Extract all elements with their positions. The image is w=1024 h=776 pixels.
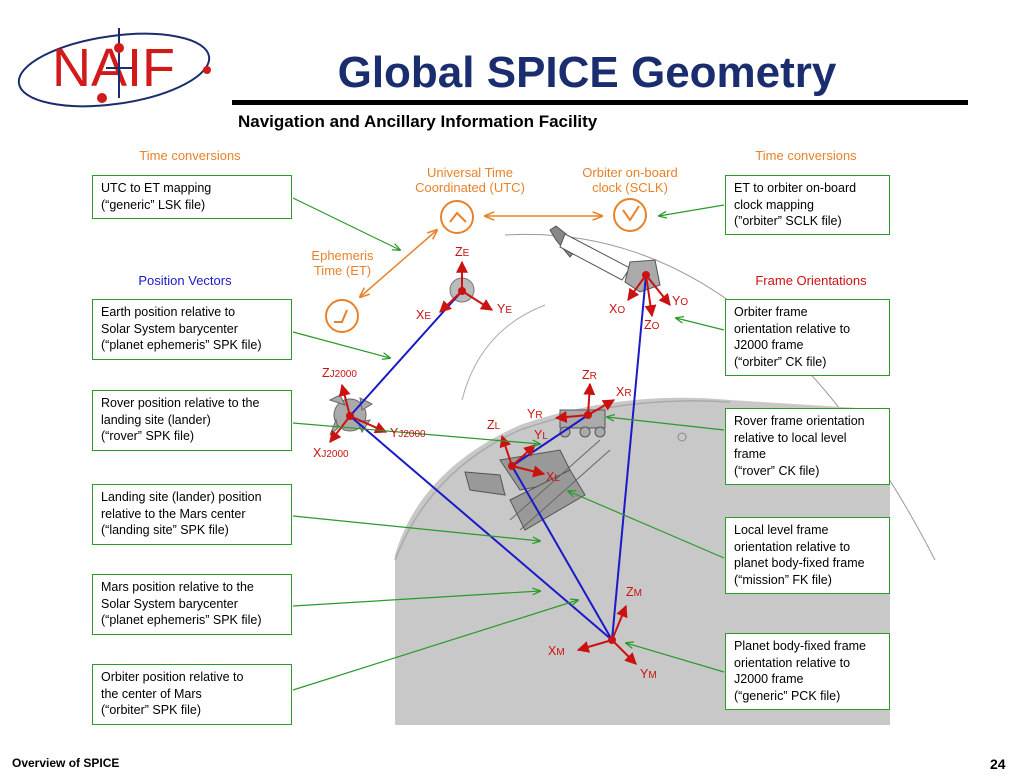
leader-orbiter-pos (292, 600, 578, 691)
axis-xo-label: XO (609, 302, 626, 316)
frame-orientations-label: Frame Orientations (755, 273, 867, 288)
leader-utc-et (292, 197, 400, 250)
axis-yj2000-label: YJ2000 (390, 426, 426, 440)
time-conversions-right-label: Time conversions (755, 148, 857, 163)
axis-ym-label: YM (640, 667, 657, 681)
axis-xm-label: XM (548, 644, 565, 658)
axis-zo-label: ZO (644, 318, 660, 332)
landing-position-box: Landing site (lander) position relative … (92, 484, 292, 545)
local-frame-box: Local level frame orientation relative t… (725, 517, 890, 594)
leader-rover-frame (607, 417, 725, 431)
mars-limb (394, 400, 731, 561)
leader-et-sclk (659, 204, 725, 216)
orbiter-frame-box: Orbiter frame orientation relative to J2… (725, 299, 890, 376)
vector-landing-rover (511, 414, 589, 467)
position-vectors-label: Position Vectors (138, 273, 232, 288)
footer-text: Overview of SPICE (12, 756, 120, 770)
page-subtitle: Navigation and Ancillary Information Fac… (238, 112, 598, 131)
axis-zj2000-label: ZJ2000 (322, 366, 357, 380)
leader-mars-pos (292, 591, 540, 607)
planet-frame-box: Planet body-fixed frame orientation rela… (725, 633, 890, 710)
page-title: Global SPICE Geometry (337, 48, 837, 97)
axis-xr-label: XR (616, 385, 632, 399)
leader-orbiter-frame (676, 318, 725, 331)
rover-graphic (559, 409, 606, 438)
axis-yr-label: YR (527, 407, 543, 421)
sclk-label: Orbiter on-board clock (SCLK) (582, 165, 678, 195)
leader-landing-pos (292, 515, 540, 541)
axis-zr-label: ZR (582, 368, 597, 382)
leader-local-frame (568, 491, 725, 559)
utc-et-arrow (360, 230, 437, 297)
orbiter-graphic (549, 225, 661, 293)
leader-rover-pos (292, 422, 540, 444)
leader-earth-pos (292, 331, 390, 358)
utc-et-box: UTC to ET mapping (“generic” LSK file) (92, 175, 292, 219)
axis-ze-label: ZE (455, 245, 470, 259)
mars-position-box: Mars position relative to the Solar Syst… (92, 574, 292, 635)
axis-yo-label: YO (672, 294, 689, 308)
clock-utc-icon (440, 200, 474, 234)
rover-position-box: Rover position relative to the landing s… (92, 390, 292, 451)
et-sclk-box: ET to orbiter on-board clock mapping (”o… (725, 175, 890, 235)
naif-logo: NAIF (17, 28, 211, 108)
vector-mars-orbiter (611, 274, 647, 641)
et-label: Ephemeris Time (ET) (311, 248, 374, 278)
time-conversions-left-label: Time conversions (139, 148, 241, 163)
rover-frame-box: Rover frame orientation relative to loca… (725, 408, 890, 485)
vector-mars-landing (511, 465, 613, 641)
leader-planet-frame (626, 643, 725, 673)
axis-xj2000-label: XJ2000 (313, 446, 349, 460)
utc-label: Universal Time Coordinated (UTC) (415, 165, 525, 195)
axis-zl-label: ZL (487, 418, 501, 432)
earth-position-box: Earth position relative to Solar System … (92, 299, 292, 360)
orbit-arc-inner (461, 304, 546, 401)
page-number: 24 (990, 756, 1006, 772)
orbiter-position-box: Orbiter position relative to the center … (92, 664, 292, 725)
axis-xl-label: XL (546, 470, 560, 484)
axis-zm-label: ZM (626, 585, 642, 599)
title-rule (232, 100, 968, 105)
vector-j2000-earth (349, 290, 463, 417)
clock-et-icon (325, 299, 359, 333)
axis-yl-label: YL (534, 428, 548, 442)
axis-xe-label: XE (416, 308, 432, 322)
axis-ye-label: YE (497, 302, 513, 316)
clock-sclk-icon (613, 198, 647, 232)
